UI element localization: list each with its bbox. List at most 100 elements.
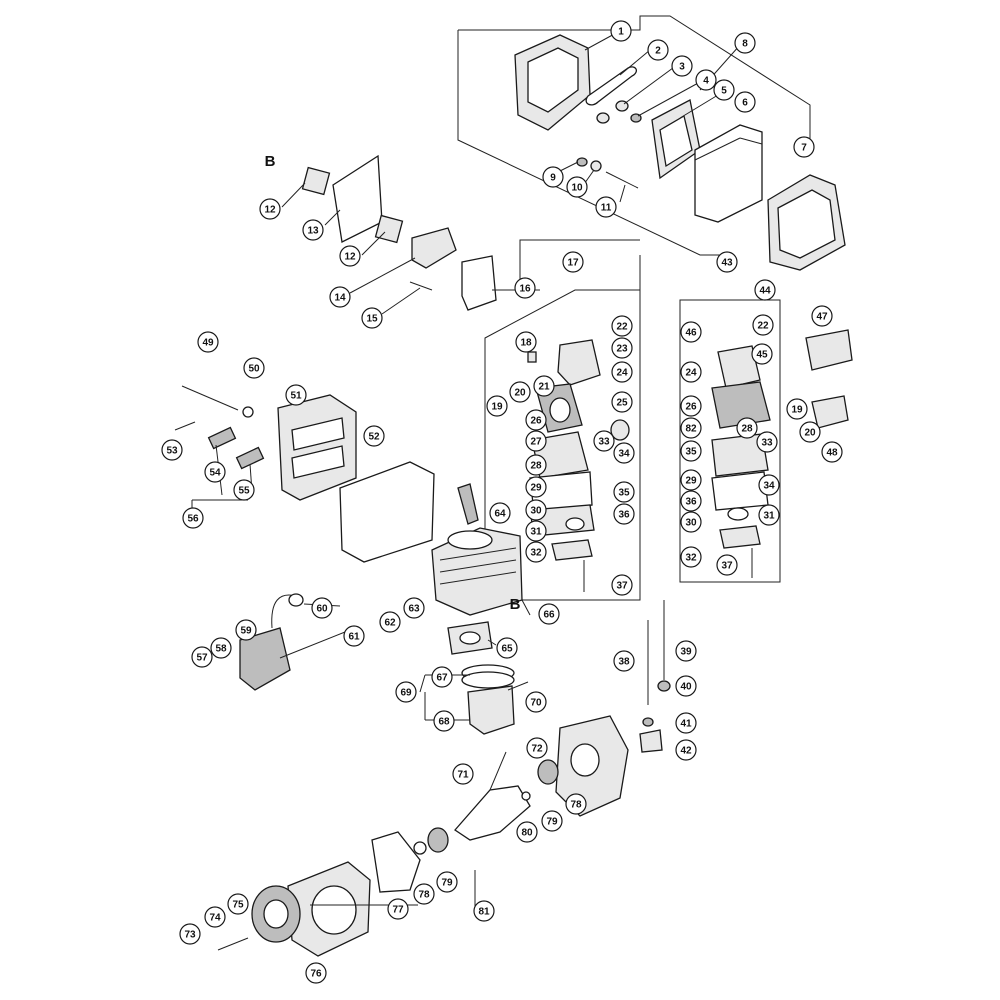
callout-circle — [179, 923, 201, 945]
callout-circle — [680, 395, 702, 417]
callout-81: 81 — [473, 900, 495, 922]
callout-number: 82 — [685, 424, 697, 435]
callout-circle — [210, 637, 232, 659]
callout-circle — [716, 554, 738, 576]
callout-circle — [716, 251, 738, 273]
callout-number: 70 — [530, 698, 542, 709]
bolt-11 — [605, 171, 639, 189]
intake-group — [301, 154, 497, 311]
callout-circle — [473, 900, 495, 922]
piston-group — [461, 664, 529, 735]
callout-3: 3 — [671, 55, 693, 77]
callout-number: 32 — [685, 553, 697, 564]
callout-number: 60 — [316, 604, 328, 615]
callout-circle — [611, 361, 633, 383]
callout-circle — [525, 499, 547, 521]
callout-1: 1 — [610, 20, 632, 42]
letter-layer: BB — [265, 153, 521, 613]
callout-circle — [305, 962, 327, 984]
callout-circle — [339, 245, 361, 267]
callout-number: 11 — [601, 203, 612, 214]
callout-circle — [799, 421, 821, 443]
callout-circle — [538, 603, 560, 625]
callout-47: 47 — [811, 305, 833, 327]
callout-circle — [595, 196, 617, 218]
callout-circle — [302, 219, 324, 241]
callout-circle — [758, 504, 780, 526]
callout-number: 54 — [209, 468, 221, 479]
callout-79: 79 — [541, 810, 563, 832]
callout-circle — [514, 277, 536, 299]
callout-28: 28 — [525, 454, 547, 476]
spark-plug — [457, 483, 479, 525]
callout-number: 72 — [531, 744, 543, 755]
callout-circle — [204, 906, 226, 928]
callout-number: 26 — [530, 416, 542, 427]
callout-circle — [680, 490, 702, 512]
callout-circle — [525, 454, 547, 476]
callout-number: 9 — [550, 173, 556, 184]
callout-circle — [613, 442, 635, 464]
callout-circle — [243, 357, 265, 379]
bolt-49 — [181, 385, 239, 411]
callout-circle — [613, 481, 635, 503]
callout-number: 14 — [334, 293, 346, 304]
callout-number: 34 — [763, 481, 775, 492]
callout-19: 19 — [486, 395, 508, 417]
callout-circle — [403, 597, 425, 619]
callout-circle — [361, 307, 383, 329]
callout-circle — [680, 546, 702, 568]
callout-number: 29 — [685, 476, 697, 487]
bearing-79b — [427, 827, 449, 853]
callout-number: 37 — [616, 581, 628, 592]
choke-lever — [585, 66, 637, 106]
callout-74: 74 — [204, 906, 226, 928]
callout-circle — [233, 479, 255, 501]
callout-2: 2 — [647, 39, 669, 61]
callout-circle — [395, 681, 417, 703]
callout-circle — [734, 32, 756, 54]
callout-number: 25 — [616, 398, 628, 409]
air-cleaner-group — [514, 34, 846, 271]
callout-number: 28 — [530, 461, 542, 472]
callout-79: 79 — [436, 871, 458, 893]
callout-8: 8 — [734, 32, 756, 54]
callout-number: 74 — [209, 913, 221, 924]
callout-45: 45 — [751, 343, 773, 365]
callout-50: 50 — [243, 357, 265, 379]
callout-circle — [754, 279, 776, 301]
callout-41: 41 — [675, 712, 697, 734]
callout-number: 30 — [685, 518, 697, 529]
callout-circle — [541, 810, 563, 832]
callout-circle — [736, 417, 758, 439]
callout-number: 79 — [441, 878, 453, 889]
callout-number: 21 — [538, 382, 550, 393]
callout-68: 68 — [433, 710, 455, 732]
callout-71: 71 — [452, 763, 474, 785]
callout-number: 51 — [290, 391, 302, 402]
callout-circle — [675, 739, 697, 761]
callout-73: 73 — [179, 923, 201, 945]
callout-circle — [758, 474, 780, 496]
callout-circle — [821, 441, 843, 463]
callout-circle — [565, 793, 587, 815]
callout-31: 31 — [758, 504, 780, 526]
callout-number: 12 — [344, 252, 356, 263]
callout-number: 33 — [761, 438, 773, 449]
callout-number: 78 — [418, 890, 430, 901]
callout-27: 27 — [525, 430, 547, 452]
callout-circle — [593, 430, 615, 452]
callout-circle — [509, 381, 531, 403]
callout-number: 22 — [757, 321, 769, 332]
callout-circle — [227, 893, 249, 915]
callout-23: 23 — [611, 337, 633, 359]
callout-circle — [452, 763, 474, 785]
callout-64: 64 — [489, 502, 511, 524]
insulator-48 — [811, 395, 849, 429]
callout-number: 76 — [310, 969, 322, 980]
callout-circle — [525, 409, 547, 431]
callout-circle — [379, 611, 401, 633]
callout-circle — [713, 79, 735, 101]
callout-number: 63 — [408, 604, 420, 615]
callout-24: 24 — [680, 361, 702, 383]
